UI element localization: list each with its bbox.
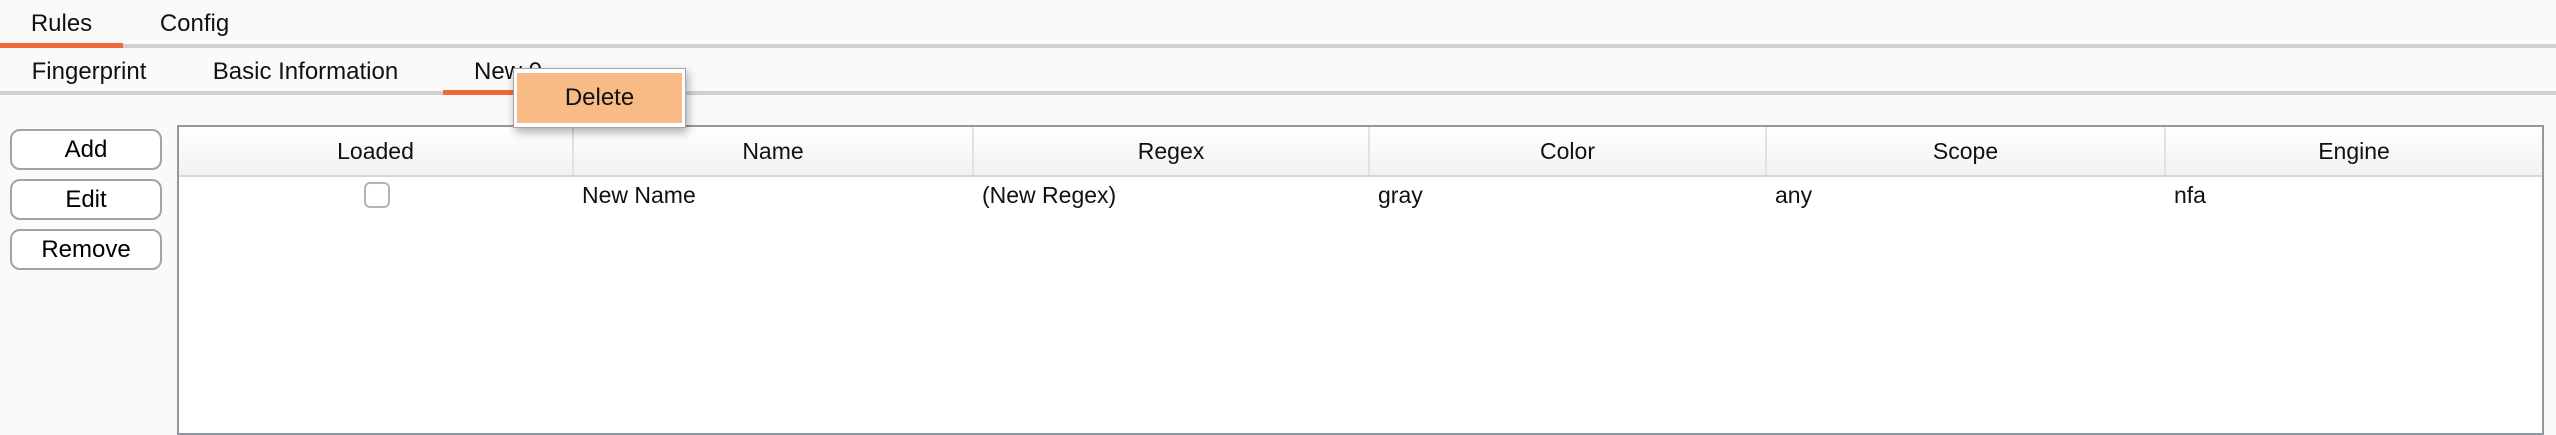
loaded-cell: [179, 177, 574, 213]
primary-tab-bar: Rules Config: [0, 0, 2556, 48]
engine-cell: nfa: [2174, 181, 2206, 208]
column-header-color[interactable]: Color: [1370, 127, 1767, 175]
color-cell: gray: [1378, 181, 1423, 208]
tab-rules-active-underline: [0, 43, 123, 48]
rules-table: Loaded Name Regex Color Scope Engine New…: [177, 125, 2544, 435]
tab-rules[interactable]: Rules: [0, 0, 123, 48]
tab-rules-label: Rules: [30, 10, 93, 37]
column-header-regex[interactable]: Regex: [974, 127, 1370, 175]
tab-fingerprint[interactable]: Fingerprint: [0, 48, 178, 95]
primary-tab-bar-divider: [0, 44, 2556, 48]
scope-cell: any: [1775, 181, 1813, 208]
add-button[interactable]: Add: [10, 129, 162, 170]
remove-button[interactable]: Remove: [10, 229, 162, 270]
edit-button[interactable]: Edit: [10, 179, 162, 220]
column-header-scope[interactable]: Scope: [1767, 127, 2166, 175]
delete-menu-item-label: Delete: [564, 84, 635, 111]
regex-cell: (New Regex): [982, 181, 1117, 208]
tab-config-label: Config: [159, 10, 230, 37]
secondary-tab-bar: Fingerprint Basic Information New 0: [0, 48, 2556, 95]
tab-context-menu: Delete: [513, 68, 686, 128]
tab-config[interactable]: Config: [123, 0, 266, 48]
tab-fingerprint-label: Fingerprint: [31, 57, 147, 85]
tab-basic-information[interactable]: Basic Information: [178, 48, 433, 95]
rules-table-header: Loaded Name Regex Color Scope Engine: [179, 127, 2542, 177]
column-header-loaded[interactable]: Loaded: [179, 127, 574, 175]
name-cell: New Name: [582, 181, 696, 208]
tab-new-0-active-underline: [443, 90, 573, 95]
loaded-checkbox[interactable]: [363, 182, 390, 208]
context-menu-item-delete[interactable]: Delete: [517, 73, 682, 123]
column-header-name[interactable]: Name: [574, 127, 974, 175]
secondary-tab-bar-divider: [0, 91, 2556, 95]
table-row[interactable]: New Name (New Regex) gray any nfa: [179, 177, 2542, 213]
tab-basic-information-label: Basic Information: [212, 57, 399, 85]
column-header-engine[interactable]: Engine: [2318, 137, 2390, 164]
